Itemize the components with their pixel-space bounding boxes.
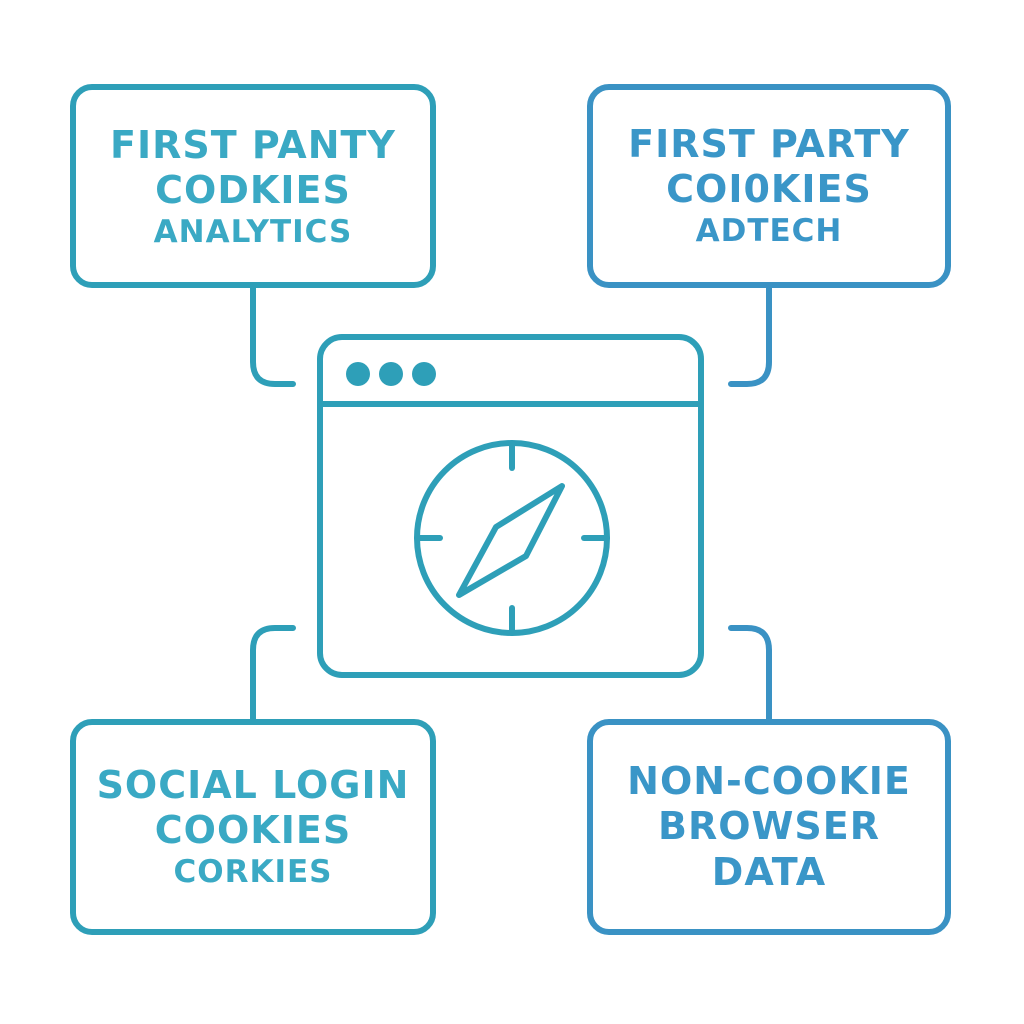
box-title-line-1: FIRST PARTY — [628, 121, 910, 166]
box-subtitle: ADTECH — [695, 213, 843, 249]
connector-bottom-left — [250, 625, 296, 722]
window-dot-1 — [346, 362, 370, 386]
window-dot-3 — [412, 362, 436, 386]
connector-bottom-right — [728, 625, 772, 722]
window-dot-2 — [379, 362, 403, 386]
box-non-cookie-browser-data: NON-COOKIE BROWSER DATA — [587, 719, 951, 935]
box-title-line-2: COI0KIES — [666, 167, 872, 212]
box-title-line-2: CODKIES — [155, 168, 351, 213]
box-subtitle: ANALYTICS — [153, 214, 353, 250]
box-title-line-1: SOCIAL LOGIN — [96, 762, 410, 807]
box-subtitle: CORKIES — [173, 854, 333, 890]
box-title-line-3: DATA — [711, 849, 827, 894]
box-first-party-adtech: FIRST PARTY COI0KIES ADTECH — [587, 84, 951, 288]
browser-frame — [317, 334, 704, 678]
browser-window — [317, 334, 704, 678]
compass-icon — [414, 440, 610, 636]
box-title-line-1: NON-COOKIE — [627, 758, 911, 803]
connector-top-left — [250, 285, 296, 387]
browser-window-dots — [346, 362, 436, 386]
box-title-line-2: COOKIES — [154, 808, 352, 853]
box-social-login-cookies: SOCIAL LOGIN COOKIES CORKIES — [70, 719, 436, 935]
box-first-party-analytics: FIRST PANTY CODKIES ANALYTICS — [70, 84, 436, 288]
box-title-line-1: FIRST PANTY — [110, 122, 396, 167]
connector-top-right — [728, 285, 772, 387]
box-title-line-2: BROWSER — [657, 804, 881, 849]
